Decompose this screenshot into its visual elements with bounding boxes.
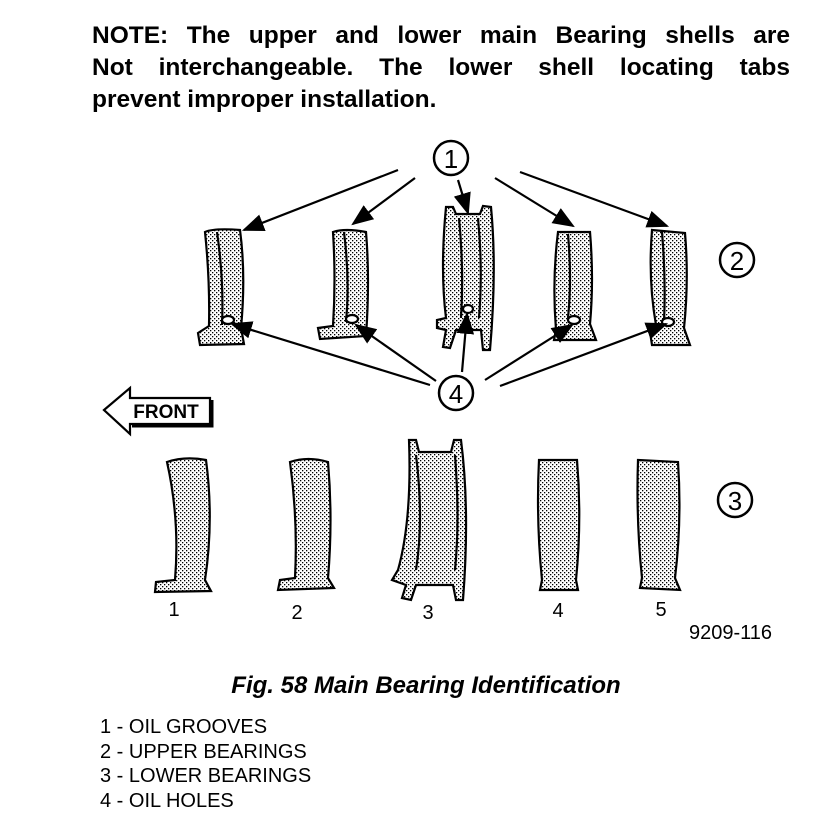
- legend-item: 2 - UPPER BEARINGS: [100, 740, 307, 763]
- callout-4-circle: [437, 374, 475, 412]
- callout-3-label: 3: [728, 486, 742, 516]
- upper-bearing-5: [648, 228, 692, 347]
- upper-bearing-4: [552, 230, 598, 342]
- figure-id: 9209-116: [689, 622, 773, 644]
- note-line-2: Not interchangeable. The lower shell loc…: [92, 54, 790, 81]
- bearing-number-2: 2: [291, 602, 302, 624]
- legend-item: 1 - OIL GROOVES: [100, 716, 268, 738]
- note-line-1: NOTE: The upper and lower main Bearing s…: [92, 22, 790, 49]
- oil-hole-arrows: [229, 311, 669, 388]
- legend-item: 3 - LOWER BEARINGS: [100, 765, 312, 787]
- note-text: NOTE: The upper and lower main Bearing s…: [92, 20, 790, 116]
- oil-groove-arrows: [241, 168, 670, 232]
- lower-bearing-2: [276, 457, 336, 592]
- callout-4-label: 4: [449, 379, 463, 409]
- lower-bearing-4: [536, 458, 581, 592]
- upper-bearing-2: [316, 228, 370, 341]
- legend-item: 4 - OIL HOLES: [100, 789, 234, 812]
- callout-2-label: 2: [730, 246, 744, 276]
- callout-1-label: 1: [444, 144, 458, 174]
- lower-bearing-5: [636, 458, 682, 592]
- bearing-number-1: 1: [168, 599, 179, 621]
- bearing-number-4: 4: [552, 600, 563, 622]
- upper-bearing-1: [196, 228, 246, 347]
- callout-1-circle: [432, 139, 470, 177]
- legend: 1 - OIL GROOVES 2 - UPPER BEARINGS 3 - L…: [100, 715, 311, 813]
- bearing-number-5: 5: [655, 599, 666, 621]
- lower-bearing-1: [153, 457, 213, 594]
- callout-2-circle: [718, 241, 756, 279]
- note-line-3: prevent improper installation.: [92, 86, 437, 113]
- upper-bearing-3: [435, 204, 495, 352]
- callout-3-circle: [716, 481, 754, 519]
- lower-bearing-3: [390, 438, 468, 602]
- figure-caption: Fig. 58 Main Bearing Identification: [231, 672, 621, 699]
- bearing-number-3: 3: [422, 602, 433, 624]
- front-label: FRONT: [133, 402, 199, 423]
- front-arrow: FRONT: [102, 385, 214, 437]
